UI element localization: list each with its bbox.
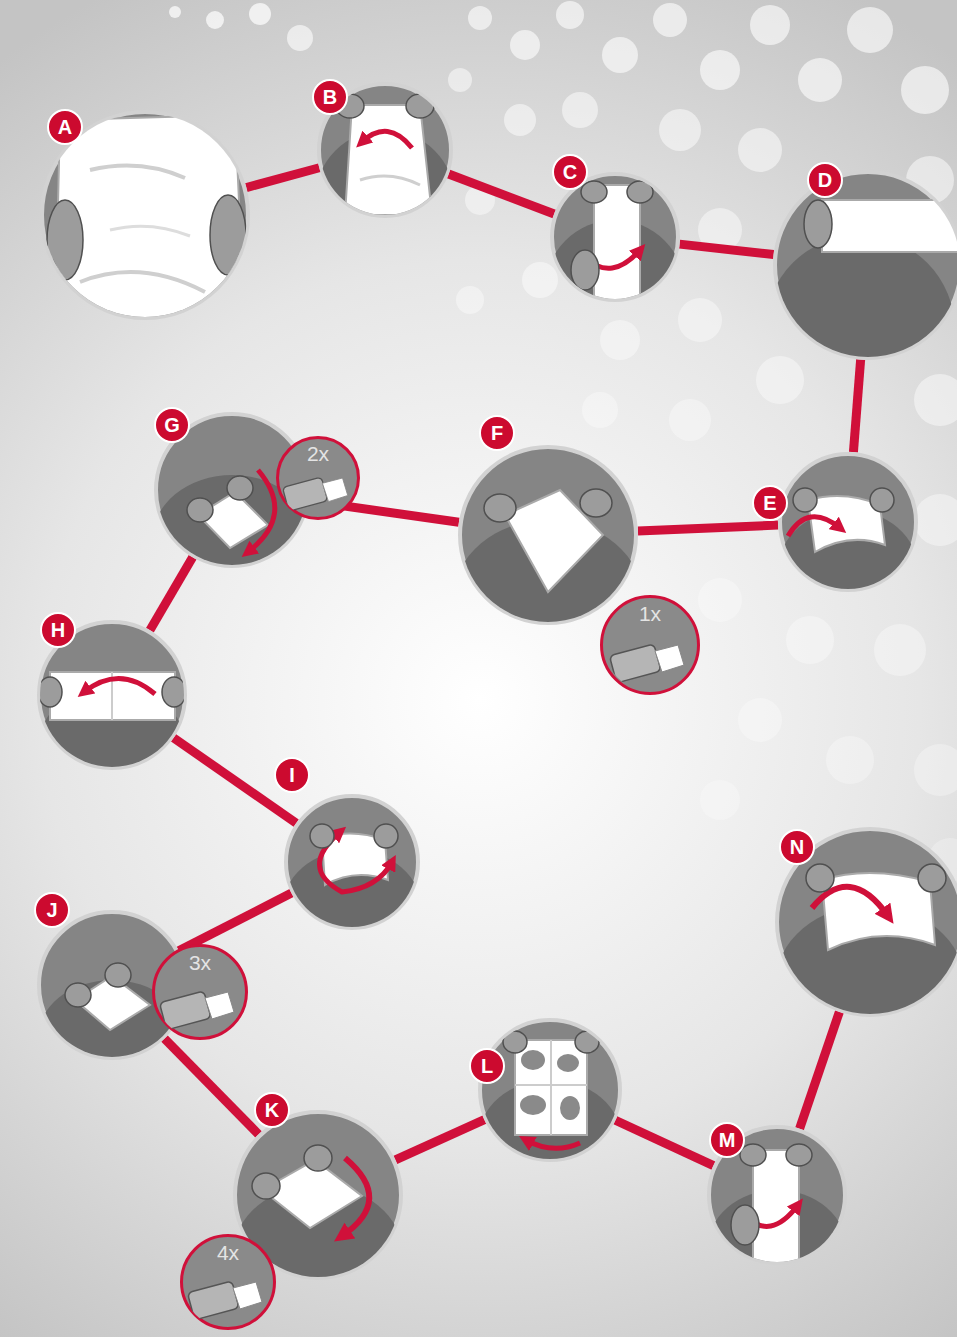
step-circle: K4x: [233, 1110, 403, 1280]
step-letter: H: [40, 612, 76, 648]
step-circle: B: [317, 82, 453, 218]
step-letter: L: [469, 1048, 505, 1084]
step-letter: E: [752, 485, 788, 521]
circle-shape: [286, 796, 418, 928]
step-circle: E: [778, 452, 918, 592]
step-letter: M: [709, 1122, 745, 1158]
repeat-count: 1x: [600, 602, 700, 626]
step-circle: A: [40, 110, 250, 320]
repeat-count: 4x: [180, 1241, 276, 1265]
step-circle-outline: [773, 170, 957, 360]
step-circle: N: [775, 827, 957, 1017]
step-letter: F: [479, 415, 515, 451]
repeat-circle: 2x: [276, 436, 360, 520]
step-letter: N: [779, 829, 815, 865]
step-circle: L: [478, 1018, 622, 1162]
step-circle-outline: [778, 452, 918, 592]
step-letter: J: [34, 892, 70, 928]
step-circle-outline: [458, 445, 638, 625]
step-letter: A: [47, 109, 83, 145]
step-circle: D: [773, 170, 957, 360]
step-connector: [800, 1012, 840, 1129]
step-circle: M: [707, 1125, 847, 1265]
step-circle: J3x: [37, 910, 187, 1060]
step-connector: [165, 1039, 259, 1135]
step-circle-outline: [284, 794, 420, 930]
step-letter: C: [552, 154, 588, 190]
step-circle-outline: [550, 172, 680, 302]
step-letter: D: [807, 162, 843, 198]
step-letter: B: [312, 79, 348, 115]
repeat-circle: 3x: [152, 944, 248, 1040]
step-circle-outline: [478, 1018, 622, 1162]
step-letter: I: [274, 757, 310, 793]
step-circle: G2x: [154, 412, 310, 568]
circle-shape: [777, 829, 957, 1015]
step-connector: [638, 525, 778, 531]
step-circle: C: [550, 172, 680, 302]
repeat-circle: 4x: [180, 1234, 276, 1330]
step-connector: [680, 244, 774, 254]
step-letter: G: [154, 407, 190, 443]
step-connector: [853, 360, 860, 452]
circle-shape: [775, 172, 957, 358]
circle-shape: [552, 174, 678, 300]
circle-shape: [780, 454, 916, 590]
step-letter: K: [254, 1092, 290, 1128]
step-circle: I: [284, 794, 420, 930]
step-connector: [615, 1120, 713, 1165]
step-connector: [150, 557, 193, 630]
step-connector: [395, 1120, 484, 1160]
repeat-count: 3x: [152, 951, 248, 975]
step-connector: [179, 893, 292, 951]
circle-shape: [460, 447, 636, 623]
step-circle: F1x: [458, 445, 638, 625]
step-circle: H: [37, 620, 187, 770]
circle-shape: [480, 1020, 620, 1160]
step-connector: [246, 168, 319, 188]
repeat-circle: 1x: [600, 595, 700, 695]
repeat-count: 2x: [276, 442, 360, 466]
step-connector: [449, 174, 555, 214]
